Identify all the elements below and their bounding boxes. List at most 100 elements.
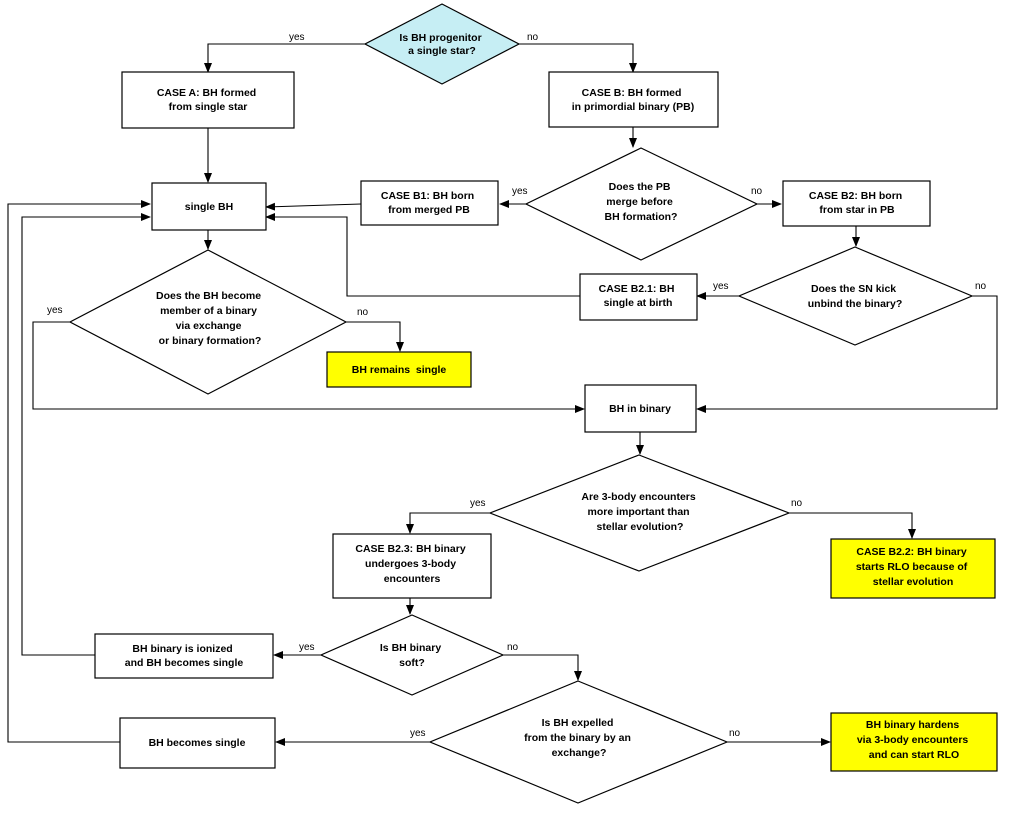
node-text-line: CASE B2: BH born bbox=[809, 190, 902, 202]
node-text-line: Does the BH become bbox=[156, 290, 261, 302]
decision-shape bbox=[428, 680, 729, 804]
svg-text:CASE A: BH formed from: CASE A: BH formed from single star bbox=[157, 87, 259, 113]
node-text-line: CASE B: BH formed bbox=[582, 87, 682, 99]
label-yes-member: yes bbox=[47, 305, 63, 316]
label-yes-3body: yes bbox=[470, 498, 486, 509]
node-text-line: or binary formation? bbox=[159, 335, 262, 347]
process-box bbox=[119, 717, 276, 769]
node-text-line: via 3-body encounters bbox=[857, 734, 969, 746]
svg-text:Is BH binary soft?: Is BH binary soft? bbox=[380, 642, 444, 669]
edge-3body-to-b22 bbox=[789, 512, 916, 539]
node-text-line: from single star bbox=[169, 101, 248, 113]
svg-text:Is BH progenitor a sin: Is BH progenitor a single star? bbox=[399, 32, 484, 57]
edge-member-to-bh-in-binary bbox=[32, 321, 585, 413]
decision-is-bh-progenitor-single-star: Is BH progenitor a single star? bbox=[363, 3, 521, 85]
node-text-line: in primordial binary (PB) bbox=[572, 101, 695, 113]
edges bbox=[7, 43, 998, 746]
node-text-line: Are 3-body encounters bbox=[581, 491, 696, 503]
label-no-expelled: no bbox=[729, 728, 741, 739]
decision-bh-expelled: Is BH expelled from the binary by an exc… bbox=[428, 680, 729, 804]
node-text-line: BH becomes single bbox=[149, 737, 246, 749]
terminal-box bbox=[830, 712, 998, 772]
edge-3body-to-b23 bbox=[406, 512, 490, 534]
node-text-line: CASE B2.1: BH bbox=[599, 283, 675, 295]
label-no-start: no bbox=[527, 32, 539, 43]
box-bh-in-binary: BH in binary bbox=[584, 384, 697, 433]
svg-text:Does the SN kick unbin: Does the SN kick unbind the binary? bbox=[808, 283, 903, 310]
node-text-line: undergoes 3-body bbox=[365, 558, 456, 570]
process-box bbox=[782, 180, 931, 227]
decision-pb-merge: Does the PB merge before BH formation? bbox=[524, 147, 759, 261]
node-text-line: Does the PB bbox=[609, 181, 671, 193]
process-box bbox=[579, 273, 698, 321]
box-case-b2: CASE B2: BH born from star in PB bbox=[782, 180, 931, 227]
edge-labels: yes no yes no yes no yes no yes no yes n… bbox=[47, 32, 987, 739]
node-text-line: exchange? bbox=[552, 747, 607, 759]
process-box bbox=[121, 71, 295, 129]
node-text-line: single at birth bbox=[604, 297, 673, 309]
node-text-line: starts RLO because of bbox=[856, 561, 968, 573]
process-box bbox=[548, 71, 719, 128]
process-box bbox=[584, 384, 697, 433]
process-box bbox=[360, 180, 499, 226]
node-text-line: CASE A: BH formed bbox=[157, 87, 256, 99]
box-bh-becomes-single: BH becomes single bbox=[119, 717, 276, 769]
label-no-member: no bbox=[357, 307, 369, 318]
box-case-b1: CASE B1: BH born from merged PB bbox=[360, 180, 499, 226]
label-no-soft: no bbox=[507, 642, 519, 653]
node-text-line: via exchange bbox=[176, 320, 242, 332]
node-text-line: stellar evolution bbox=[873, 576, 954, 588]
node-text-line: BH formation? bbox=[605, 211, 678, 223]
label-yes-sn-kick: yes bbox=[713, 281, 729, 292]
node-text-line: and BH becomes single bbox=[125, 657, 244, 669]
node-text-line: CASE B1: BH born bbox=[381, 190, 474, 202]
node-text-line: BH remains single bbox=[352, 364, 447, 376]
edge-b21-to-single-bh bbox=[265, 213, 580, 297]
decision-shape bbox=[68, 249, 348, 395]
edge-ionized-to-single-bh bbox=[21, 213, 151, 656]
node-text-line: from merged PB bbox=[388, 204, 470, 216]
decision-shape bbox=[524, 147, 759, 261]
label-no-pb-merge: no bbox=[751, 186, 763, 197]
box-case-a: CASE A: BH formed from single star bbox=[121, 71, 295, 129]
node-text-line: single BH bbox=[185, 201, 233, 213]
decision-shape bbox=[488, 454, 791, 572]
decision-sn-kick: Does the SN kick unbind the binary? bbox=[737, 246, 974, 346]
svg-text:CASE B2: BH born from: CASE B2: BH born from star in PB bbox=[809, 190, 905, 216]
node-text-line: BH binary is ionized bbox=[132, 643, 232, 655]
terminal-box bbox=[830, 538, 996, 599]
svg-text:CASE B2.2: BH binary s: CASE B2.2: BH binary starts RLO because … bbox=[856, 546, 970, 588]
node-text-line: Is BH binary bbox=[380, 642, 441, 654]
edge-start-to-case-a bbox=[204, 43, 365, 73]
label-yes-expelled: yes bbox=[410, 728, 426, 739]
terminal-bh-remains-single: BH remains single bbox=[326, 351, 472, 388]
process-box bbox=[151, 182, 267, 231]
label-yes-soft: yes bbox=[299, 642, 315, 653]
node-text-line: merge before bbox=[606, 196, 673, 208]
node-text-line: and can start RLO bbox=[869, 749, 959, 761]
svg-text:Are 3-body encounters: Are 3-body encounters more important tha… bbox=[581, 491, 698, 533]
node-text-line: BH binary hardens bbox=[866, 719, 960, 731]
svg-text:CASE B: BH formed in p: CASE B: BH formed in primordial binary (… bbox=[572, 87, 695, 113]
node-text-line: more important than bbox=[587, 506, 689, 518]
label-no-3body: no bbox=[791, 498, 803, 509]
svg-text:BH binary is ionized a: BH binary is ionized and BH becomes sing… bbox=[125, 643, 244, 669]
edge-member-to-remains-single bbox=[346, 321, 404, 352]
svg-text:Is BH expelled from th: Is BH expelled from the binary by an exc… bbox=[524, 717, 634, 759]
box-bh-ionized: BH binary is ionized and BH becomes sing… bbox=[94, 633, 274, 679]
svg-text:CASE B2.1: BH single a: CASE B2.1: BH single at birth bbox=[599, 283, 678, 309]
label-no-sn-kick: no bbox=[975, 281, 987, 292]
box-case-b21: CASE B2.1: BH single at birth bbox=[579, 273, 698, 321]
svg-text:single BH: single BH bbox=[185, 201, 233, 213]
svg-text:Does the PB merge befo: Does the PB merge before BH formation? bbox=[605, 181, 678, 223]
svg-text:Does the BH become mem: Does the BH become member of a binary vi… bbox=[156, 290, 264, 347]
node-text-line: from the binary by an bbox=[524, 732, 631, 744]
svg-text:CASE B1: BH born from: CASE B1: BH born from merged PB bbox=[381, 190, 477, 216]
node-text-line: soft? bbox=[399, 657, 425, 669]
nodes: Is BH progenitor a single star? CASE A: … bbox=[68, 3, 998, 804]
edge-b1-to-single-bh bbox=[265, 202, 362, 211]
svg-text:BH in binary: BH in binary bbox=[609, 403, 671, 415]
node-text-line: from star in PB bbox=[819, 204, 895, 216]
decision-shape bbox=[319, 614, 505, 696]
